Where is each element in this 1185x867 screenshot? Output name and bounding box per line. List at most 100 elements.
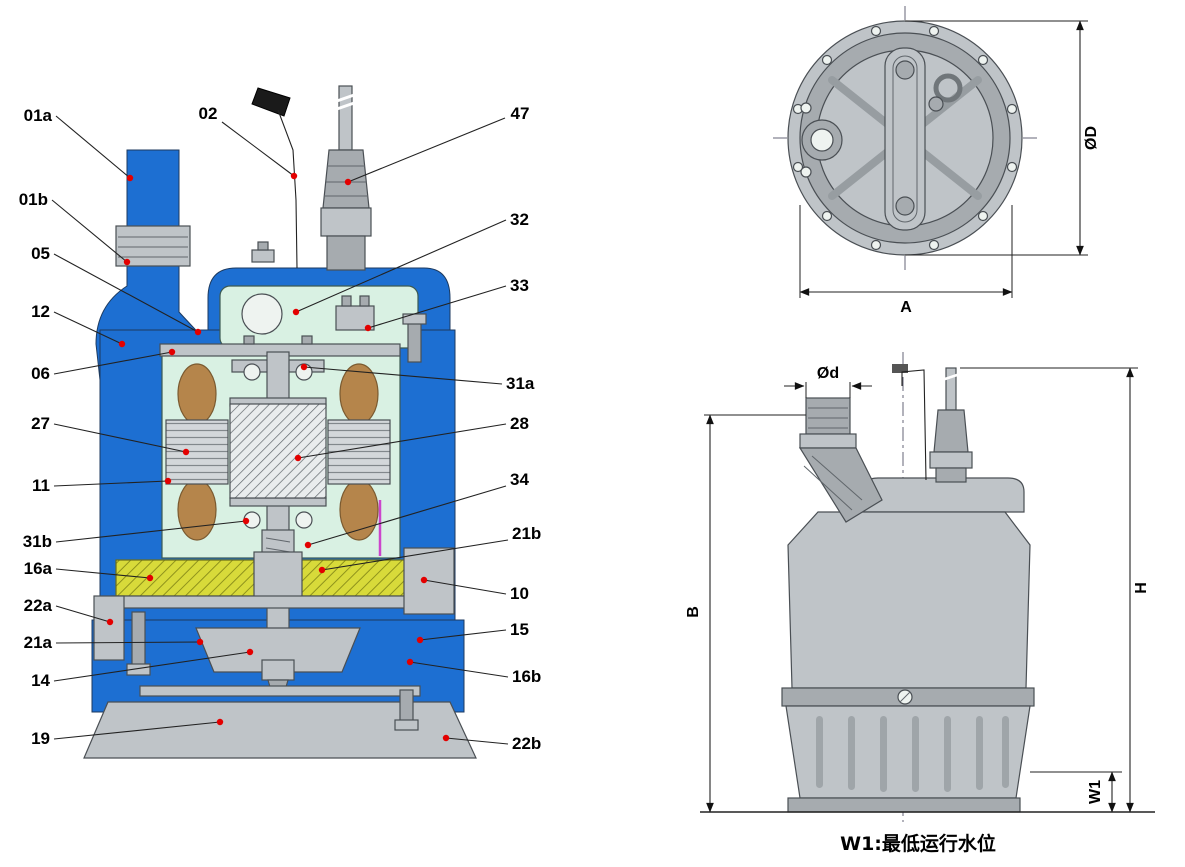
strainer-slots — [816, 716, 1009, 792]
dimension-label-a: A — [900, 299, 912, 316]
terminal-screw — [341, 295, 352, 307]
handle-screw — [895, 196, 915, 216]
rotor-end-ring — [229, 497, 327, 507]
strainer-slot — [976, 716, 983, 790]
lower-bearing — [295, 511, 313, 529]
callout-label: 16a — [24, 559, 53, 578]
callout-dot — [344, 178, 352, 186]
callout-label: 32 — [510, 210, 529, 229]
leader-line — [55, 520, 247, 543]
stator-core — [327, 419, 391, 485]
tie-bolt-left — [131, 611, 146, 669]
callout-dot — [290, 172, 298, 180]
leader-line — [303, 366, 503, 385]
leader-line — [423, 579, 507, 595]
strainer-slot — [880, 716, 887, 792]
callout-label: 33 — [510, 276, 529, 295]
pump-cross-section-view — [83, 85, 477, 759]
callout-dot — [106, 618, 114, 626]
leader-line — [295, 219, 507, 313]
callout-label: 06 — [31, 364, 50, 383]
callout-label: 16b — [512, 667, 541, 686]
port-bolt — [800, 102, 812, 114]
upper-bearing — [243, 363, 261, 381]
callout-label: 14 — [31, 671, 50, 690]
leader-line — [53, 311, 123, 345]
dimension-label-b: B — [685, 606, 702, 618]
stator-winding — [177, 479, 217, 541]
callout-dot — [194, 328, 202, 336]
leader-line — [297, 423, 507, 459]
side-handle-grip — [892, 364, 908, 373]
strainer-slot — [944, 716, 951, 792]
cable-gland-body — [322, 149, 370, 209]
callout-dot — [164, 477, 172, 485]
side-discharge-stub — [805, 397, 851, 435]
carry-handle-top-view — [884, 47, 926, 231]
callout-dot — [416, 636, 424, 644]
handle-grip — [251, 87, 291, 117]
w1-note-text: W1:最低运行水位 — [840, 832, 996, 855]
casing-flange-left — [93, 595, 125, 661]
discharge-port-bore — [810, 128, 834, 152]
callout-label: 31b — [23, 532, 52, 551]
leader-line — [53, 651, 251, 682]
shackle-mount — [928, 96, 944, 112]
elbow-rib — [803, 465, 853, 511]
discharge-pipe — [126, 149, 180, 229]
bolt-hole — [821, 54, 833, 66]
strainer-slot — [816, 716, 823, 788]
strainer-slot — [912, 716, 919, 792]
seal-spring — [265, 547, 291, 553]
side-gland-nut — [929, 451, 973, 469]
leader-line — [321, 539, 509, 571]
side-body — [787, 511, 1031, 689]
callout-dot — [294, 454, 302, 462]
callout-dot — [126, 174, 134, 182]
bolt-hole — [1006, 161, 1018, 173]
tie-bolt-left-head — [126, 663, 151, 676]
cable-break-mark — [333, 92, 358, 104]
stator-winding — [339, 479, 379, 541]
callout-dot — [168, 348, 176, 356]
plate-screw — [243, 335, 255, 345]
bolt-hole — [928, 239, 940, 251]
callout-dot — [292, 308, 300, 316]
callout-dot — [196, 638, 204, 646]
callout-dot — [242, 517, 250, 525]
elbow-rib — [811, 455, 863, 501]
callout-label: 22a — [24, 596, 53, 615]
base-plate — [83, 701, 477, 759]
callout-label: 28 — [510, 414, 529, 433]
side-handle-wire — [901, 369, 927, 481]
tie-bolt-right-head — [394, 719, 419, 731]
bolt-hole — [1006, 103, 1018, 115]
callout-label: 21b — [512, 524, 541, 543]
leader-line — [53, 351, 173, 375]
side-cable-gland — [933, 409, 969, 453]
port-bolt — [800, 166, 812, 178]
bolt-hole — [792, 161, 804, 173]
leader-line — [445, 737, 509, 745]
callout-dot — [123, 258, 131, 266]
cover-tie-bolt — [407, 319, 422, 363]
capacitor — [241, 293, 283, 335]
callout-label: 05 — [31, 244, 50, 263]
leader-line — [419, 629, 507, 641]
leader-line — [307, 485, 507, 546]
callout-label: 15 — [510, 620, 529, 639]
dimension-label-d: Ød — [817, 365, 839, 382]
strainer-slot — [848, 716, 855, 790]
dimension-label-od: ØD — [1083, 126, 1100, 150]
leader-line — [55, 605, 111, 623]
leader-line — [55, 115, 131, 179]
callout-dot — [182, 448, 190, 456]
bolt-hole — [977, 54, 989, 66]
impeller — [195, 627, 361, 673]
stator-core — [165, 419, 229, 485]
callout-label: 12 — [31, 302, 50, 321]
callout-label: 19 — [31, 729, 50, 748]
leader-line — [409, 661, 509, 678]
rotor — [229, 403, 327, 499]
